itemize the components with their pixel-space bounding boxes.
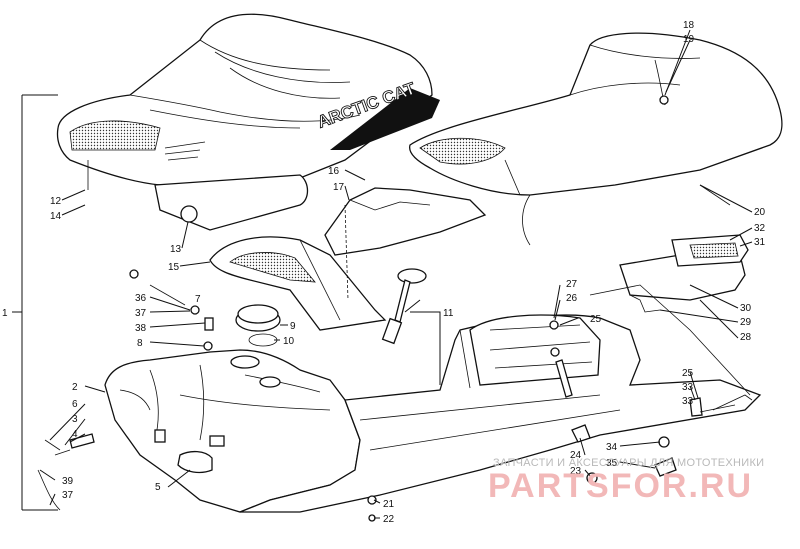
- callout-29: 29: [740, 317, 752, 328]
- gas-cap: [235, 304, 281, 347]
- callout-10: 10: [283, 336, 295, 347]
- watermark: ЗАПЧАСТИ И АКСЕССУАРЫ ДЛЯ МОТОТЕХНИКИ PA…: [488, 457, 764, 505]
- chassis-tunnel: [239, 314, 762, 513]
- callout-labels: 1 2 3 4 5 6 7 8 9 10 11 12 13 14 15 16 1…: [2, 20, 766, 525]
- callout-13: 13: [170, 244, 182, 255]
- callout-24: 24: [570, 450, 582, 461]
- callout-19: 19: [683, 34, 695, 45]
- callout-5: 5: [155, 482, 161, 493]
- callout-25-right: 25: [682, 368, 694, 379]
- callout-25: 25: [590, 314, 602, 325]
- callout-33: 33: [682, 382, 694, 393]
- callout-12: 12: [50, 196, 62, 207]
- callout-3: 3: [72, 414, 78, 425]
- callout-38: 38: [135, 323, 147, 334]
- fuel-gauge: [381, 268, 427, 345]
- callout-16: 16: [328, 166, 340, 177]
- callout-17: 17: [333, 182, 345, 193]
- seat-assembly-left: ARCTIC CAT: [56, 13, 440, 231]
- callout-6: 6: [72, 399, 78, 410]
- callout-31: 31: [754, 237, 766, 248]
- seat-assembly-right: [409, 32, 783, 246]
- callout-26: 26: [566, 293, 578, 304]
- watermark-logo: PARTSFOR.RU: [488, 467, 753, 505]
- callout-20: 20: [754, 207, 766, 218]
- callout-11: 11: [443, 308, 454, 319]
- callout-15: 15: [168, 262, 180, 273]
- hardware: [37, 269, 753, 522]
- callout-1: 1: [2, 308, 8, 319]
- callout-30: 30: [740, 303, 752, 314]
- callout-34: 34: [606, 442, 618, 453]
- leader-lines: [12, 29, 753, 519]
- taillight-assembly: [589, 234, 751, 396]
- callout-33-right: 33: [682, 396, 694, 407]
- side-panel: [209, 187, 487, 331]
- callout-37-lower: 37: [62, 490, 74, 501]
- callout-4: 4: [72, 429, 78, 440]
- callout-37: 37: [135, 308, 147, 319]
- callout-9: 9: [290, 321, 296, 332]
- callout-2: 2: [72, 382, 78, 393]
- callout-39: 39: [62, 476, 74, 487]
- callout-21: 21: [383, 499, 395, 510]
- callout-23: 23: [570, 466, 582, 477]
- callout-32: 32: [754, 223, 766, 234]
- callout-18: 18: [683, 20, 695, 31]
- callout-7: 7: [195, 294, 201, 305]
- callout-8: 8: [137, 338, 143, 349]
- callout-14: 14: [50, 211, 62, 222]
- callout-22: 22: [383, 514, 395, 525]
- callout-36: 36: [135, 293, 147, 304]
- callout-27: 27: [566, 279, 578, 290]
- watermark-tagline: ЗАПЧАСТИ И АКСЕССУАРЫ ДЛЯ МОТОТЕХНИКИ: [493, 457, 764, 469]
- callout-28: 28: [740, 332, 752, 343]
- callout-35: 35: [606, 458, 618, 469]
